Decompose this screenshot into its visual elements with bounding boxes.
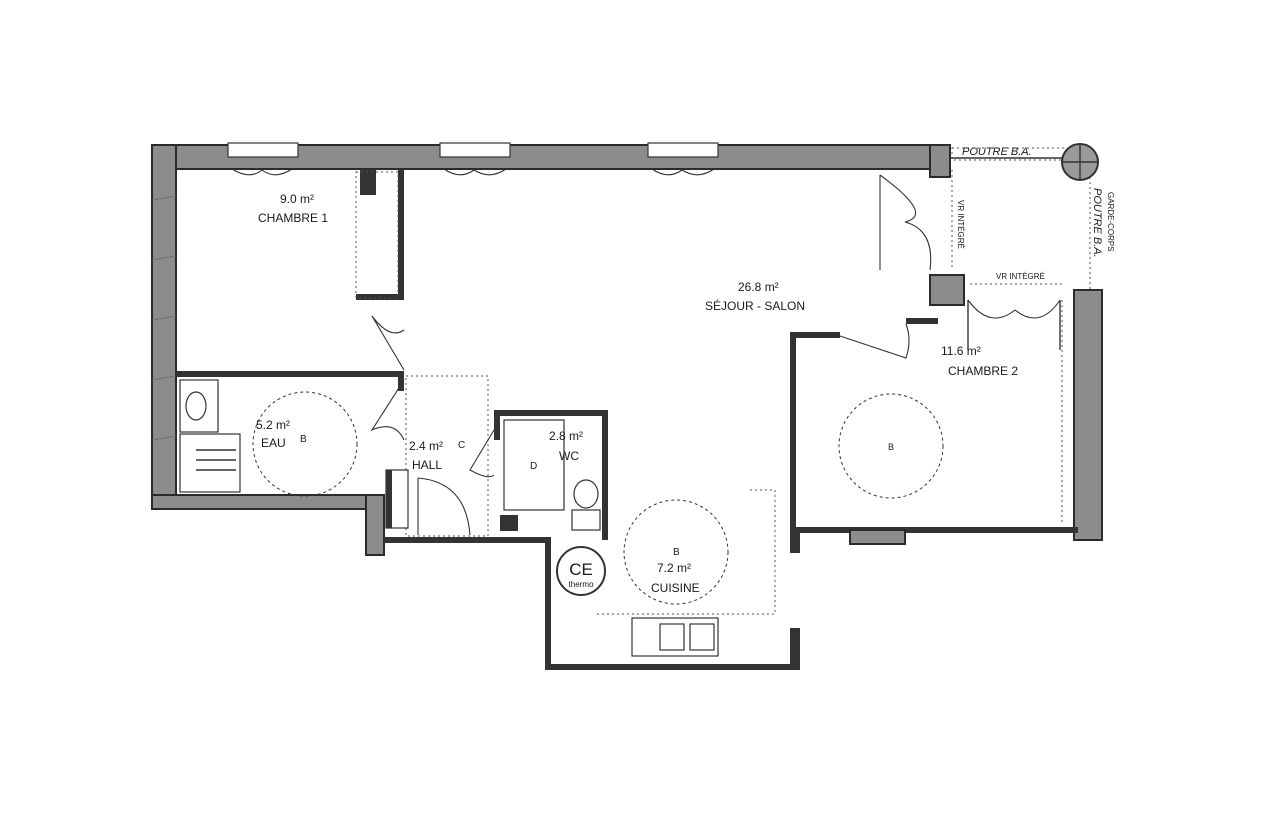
room-name: SÉJOUR - SALON <box>705 298 805 313</box>
poutre-side-label: POUTRE B.A. <box>1091 188 1103 258</box>
doors <box>370 174 1061 536</box>
room-chambre2: 11.6 m² CHAMBRE 2 B <box>888 344 1018 452</box>
room-area: 5.2 m² <box>256 418 290 432</box>
kitchen-counter <box>631 617 719 657</box>
room-name: HALL <box>412 458 442 472</box>
room-name: WC <box>559 449 579 463</box>
wc-fixtures <box>500 419 601 531</box>
room-hall: 2.4 m² C HALL <box>409 439 465 472</box>
turning-circles <box>252 391 944 605</box>
poutre-top-label: POUTRE B.A. <box>962 146 1032 158</box>
interior-walls <box>176 169 1078 670</box>
room-area: 2.8 m² <box>549 429 583 443</box>
room-wc: 2.8 m² WC D <box>530 429 583 472</box>
room-marker: B <box>673 547 680 558</box>
ce-sub-label: thermo <box>569 580 594 589</box>
room-name: CHAMBRE 1 <box>258 211 328 225</box>
vr-integre-horizontal-label: VR INTÉGRÉ <box>996 272 1045 281</box>
room-area: 9.0 m² <box>280 192 314 206</box>
left-wall-hatch <box>151 195 177 441</box>
room-name: CUISINE <box>651 581 700 595</box>
ce-thermo-unit: CE thermo <box>556 546 606 596</box>
room-marker: C <box>458 440 465 451</box>
room-area: 11.6 m² <box>941 344 981 358</box>
room-name: CHAMBRE 2 <box>948 364 1018 378</box>
room-area: 26.8 m² <box>738 280 779 294</box>
room-sejour: 26.8 m² SÉJOUR - SALON <box>705 280 805 313</box>
vr-integre-vertical-label: VR INTÉGRÉ <box>956 200 965 249</box>
dotted-outlines <box>355 170 1063 615</box>
exterior-walls <box>151 144 1103 556</box>
entry-cabinet <box>385 469 409 529</box>
room-area: 7.2 m² <box>657 561 691 575</box>
room-cuisine: B 7.2 m² CUISINE <box>651 547 700 595</box>
garde-corps-label: GARDE-CORPS <box>1106 192 1115 252</box>
top-windows <box>227 142 719 176</box>
room-eau: 5.2 m² EAU B <box>256 418 307 450</box>
room-marker: B <box>300 434 307 445</box>
room-name: EAU <box>261 436 286 450</box>
room-marker: D <box>530 461 537 472</box>
room-chambre1: 9.0 m² CHAMBRE 1 <box>258 192 328 225</box>
bath-fixtures <box>179 379 241 493</box>
ce-label: CE <box>569 560 593 579</box>
balcony-annotations: POUTRE B.A. POUTRE B.A. GARDE-CORPS VR I… <box>950 143 1115 290</box>
room-marker: B <box>888 442 894 452</box>
room-area: 2.4 m² <box>409 439 443 453</box>
